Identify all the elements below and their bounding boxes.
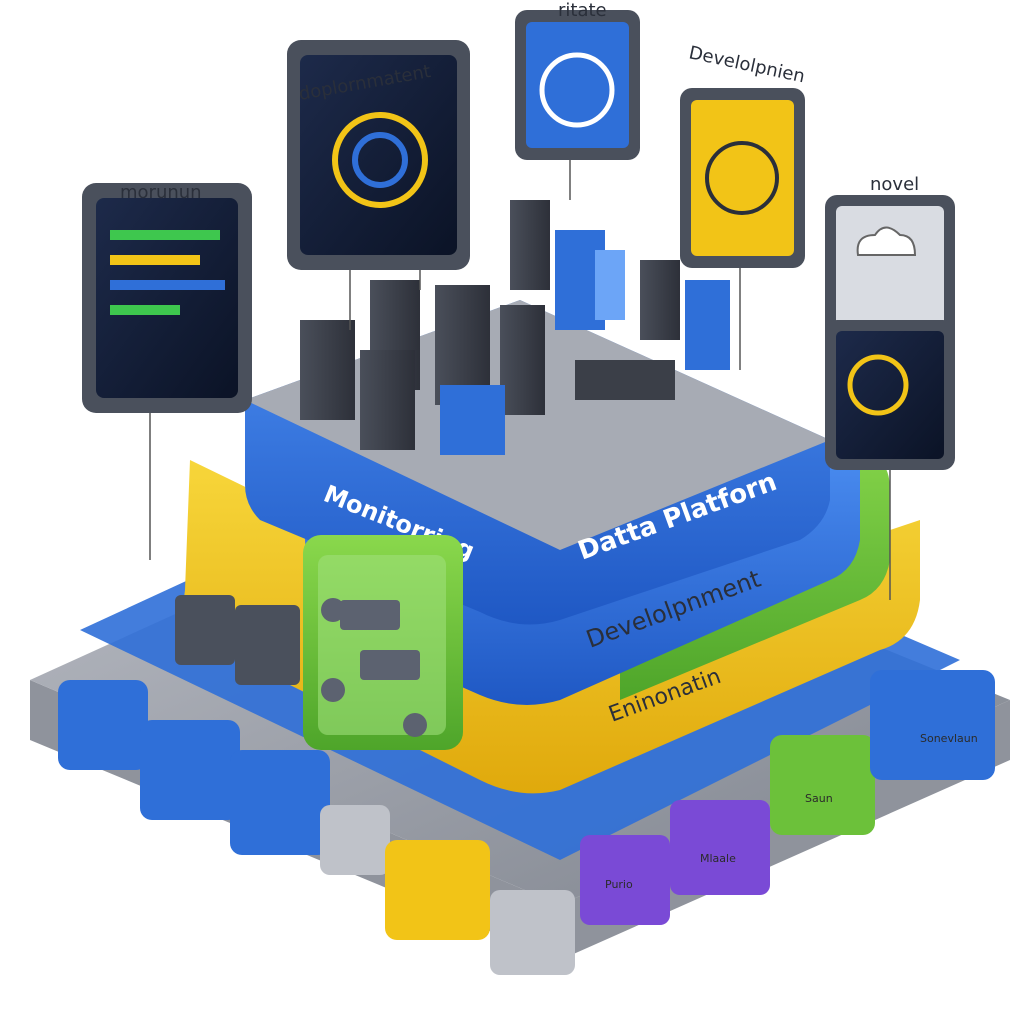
server-cluster [300,200,730,455]
label-center-top: ritate [558,0,607,21]
label-right: Develolpnien [687,42,807,87]
label-far-right: novel [870,174,919,195]
panel-center-top [515,10,640,200]
panel-right [680,88,805,370]
cube-purple-front-label: Purio [605,878,633,891]
cube-blue-right-label: Sonevlaun [920,732,978,745]
cube-row-left: Purio Mlaale Saun Sonevlaun [58,670,995,975]
base-servers [175,595,300,685]
panel-left [82,183,252,560]
panel-far-right [825,195,955,600]
cube-purple-back-label: Mlaale [700,852,736,865]
dev-module [303,535,463,750]
label-left: morunun [120,182,202,203]
cube-green-label: Saun [805,792,833,805]
panel-center-left [287,40,470,330]
